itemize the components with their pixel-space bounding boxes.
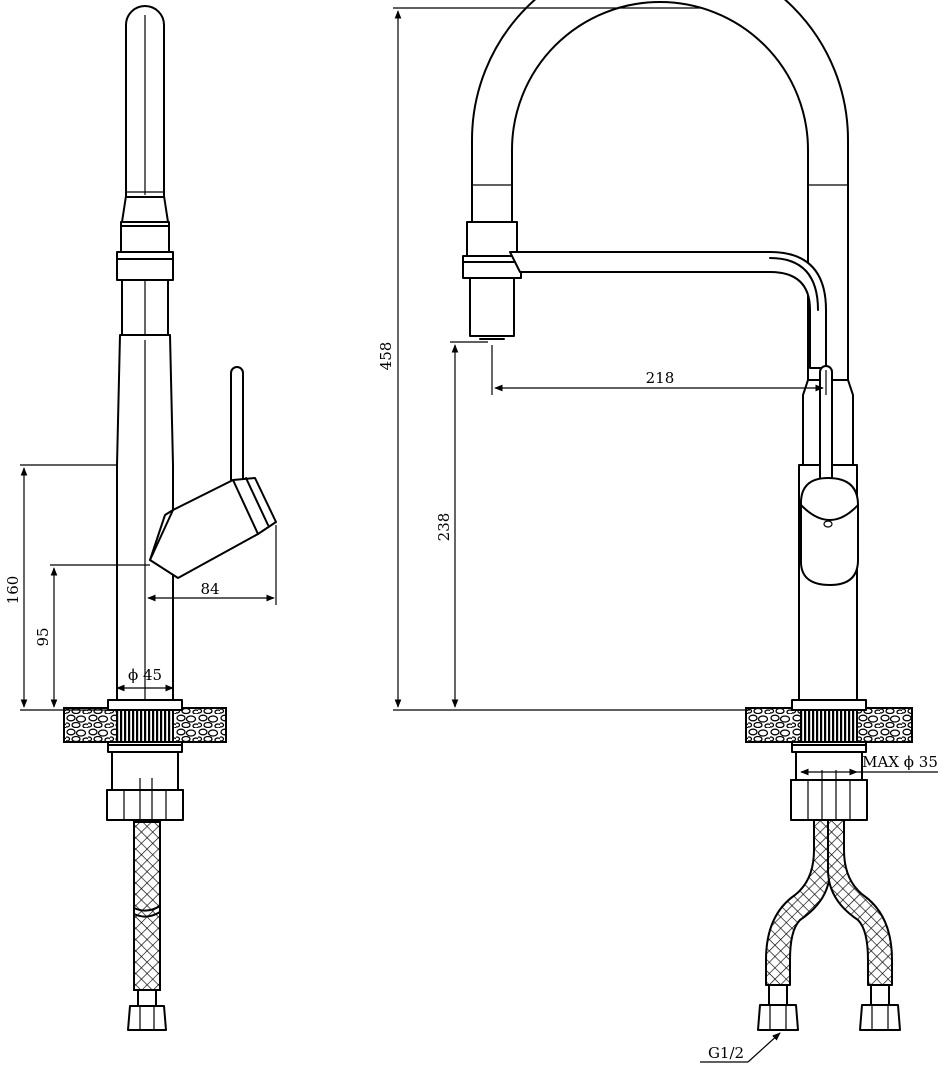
dim-95-label: 95 bbox=[34, 627, 52, 646]
dim-phi45-label: ϕ 45 bbox=[128, 666, 162, 684]
dim-84-label: 84 bbox=[200, 580, 219, 598]
dim-max35-label: MAX ϕ 35 bbox=[862, 753, 938, 771]
dim-238-label: 238 bbox=[435, 513, 453, 542]
dim-458-label: 458 bbox=[377, 342, 395, 371]
dim-218-label: 218 bbox=[646, 369, 675, 387]
side-view bbox=[20, 5, 277, 1031]
dim-g12-label: G1/2 bbox=[708, 1044, 744, 1062]
front-view bbox=[393, 0, 938, 1063]
dim-160-label: 160 bbox=[4, 576, 22, 605]
